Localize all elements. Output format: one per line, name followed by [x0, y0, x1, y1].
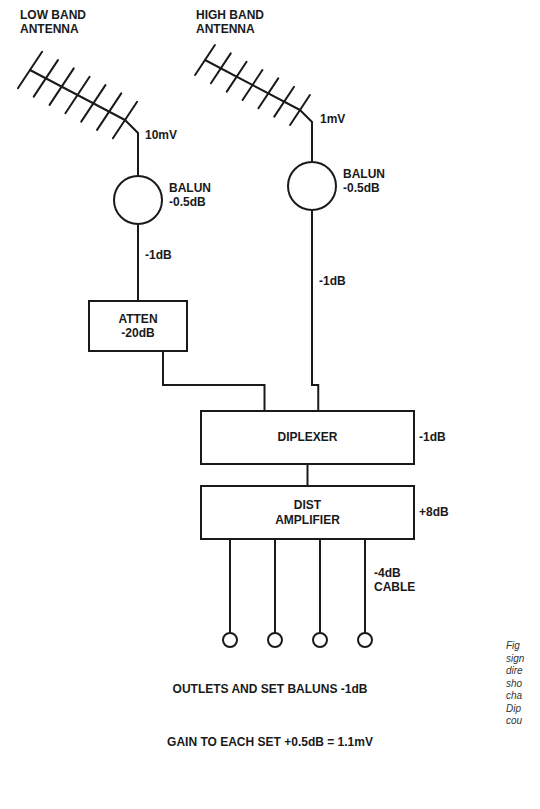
note-text: OUTLETS AND SET BALUNS -1dB [0, 682, 540, 696]
balun-circle [287, 161, 337, 211]
loss-value: -1dB [419, 430, 446, 444]
antenna-element [195, 45, 215, 75]
cable-line [274, 530, 276, 633]
antenna-label: HIGH BAND ANTENNA [196, 8, 291, 37]
signal-cable [312, 211, 318, 410]
balun-circle [113, 175, 163, 225]
cable-line [319, 530, 321, 633]
feed-line [125, 120, 138, 176]
diplexer-box: DIPLEXER-1dB [200, 410, 415, 465]
antenna-element [50, 68, 74, 105]
box-label: ATTEN -20dB [118, 312, 157, 341]
antenna-label: LOW BAND ANTENNA [20, 8, 115, 37]
figure-caption: Fig sign dire sho cha Dip cou [506, 640, 536, 728]
antenna-element [81, 85, 105, 122]
feed-line [300, 110, 312, 161]
outlet-socket [358, 633, 372, 647]
cable-loss: -4dB CABLE [374, 566, 424, 595]
loss-value: BALUN -0.5dB [343, 167, 385, 196]
amplifier-box: DIST AMPLIFIER+8dB [200, 485, 415, 540]
antenna-boom [30, 70, 125, 120]
cable-loss: -1dB [144, 248, 173, 262]
balun-transformer: BALUN -0.5dB [287, 161, 337, 211]
signal-cable [163, 352, 265, 410]
signal-cable [137, 225, 139, 300]
box-label: DIST AMPLIFIER [275, 498, 340, 527]
signal-cable [307, 465, 309, 485]
antenna-element [65, 77, 89, 114]
signal-level: 1mV [320, 112, 345, 126]
antenna-element [227, 62, 247, 92]
cable-loss: -1dB [318, 274, 347, 288]
outlet-socket [268, 633, 282, 647]
loss-value: BALUN -0.5dB [169, 181, 211, 210]
antenna-element [274, 87, 294, 117]
antenna-boom [205, 60, 300, 110]
antenna-element [97, 93, 121, 130]
antenna-element [34, 60, 58, 97]
antenna-element [211, 53, 231, 83]
signal-level: 10mV [145, 128, 177, 142]
antenna-element [18, 52, 42, 89]
cable-line [364, 530, 366, 633]
balun-transformer: BALUN -0.5dB [113, 175, 163, 225]
loss-value: +8dB [419, 505, 449, 519]
antenna-element [243, 70, 263, 100]
antenna-element [258, 78, 278, 108]
attenuator-box: ATTEN -20dB [88, 300, 188, 352]
box-label: DIPLEXER [277, 430, 337, 444]
note-text: GAIN TO EACH SET +0.5dB = 1.1mV [0, 735, 540, 749]
outlet-socket [223, 633, 237, 647]
outlet-socket [313, 633, 327, 647]
cable-line [229, 530, 231, 633]
